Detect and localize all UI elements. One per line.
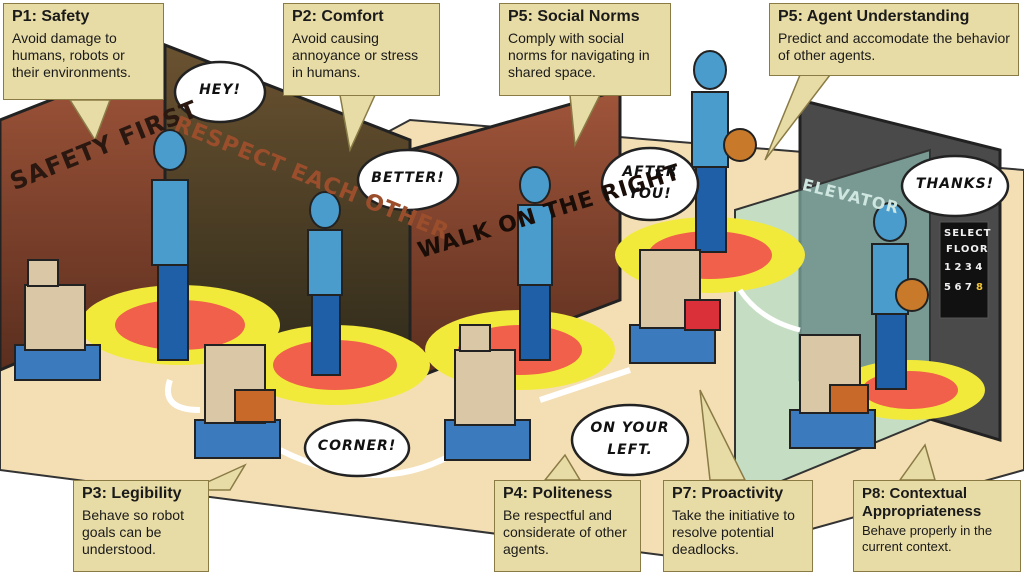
callout-title: P4: Politeness bbox=[503, 485, 613, 502]
callout-desc: Comply with social norms for navigating … bbox=[508, 30, 650, 80]
callout-desc: Take the initiative to resolve potential… bbox=[672, 507, 795, 557]
callout-title: P8: Contextual Appropriateness bbox=[862, 485, 982, 520]
bubble-thanks: THANKS! bbox=[915, 176, 995, 192]
callout-desc: Behave so robot goals can be understood. bbox=[82, 507, 184, 557]
callout-desc: Predict and accomodate the behavior of o… bbox=[778, 30, 1010, 63]
bubble-corner-shape bbox=[303, 418, 411, 478]
robot bbox=[194, 344, 281, 459]
person-thanks bbox=[871, 202, 929, 390]
bubble-after-2: YOU! bbox=[628, 186, 672, 202]
callout-title: P5: Agent Understanding bbox=[778, 8, 970, 25]
person-walk bbox=[517, 166, 553, 361]
robot bbox=[789, 334, 876, 449]
bubble-corner: CORNER! bbox=[317, 438, 397, 454]
person-hey bbox=[151, 129, 189, 361]
callout-desc: Be respectful and considerate of other a… bbox=[503, 507, 627, 557]
panel-select: SELECT bbox=[944, 228, 992, 239]
robot bbox=[629, 249, 721, 364]
floor-select-panel bbox=[939, 221, 989, 319]
passing-path-arrow bbox=[539, 367, 631, 403]
callout-title: P3: Legibility bbox=[82, 485, 182, 502]
bubble-hey: HEY! bbox=[199, 82, 241, 98]
callout-p1-safety: P1: Safety Avoid damage to humans, robot… bbox=[3, 3, 164, 100]
bubble-thanks-shape bbox=[900, 154, 1010, 218]
bubble-after-1: AFTER bbox=[622, 164, 678, 180]
callout-p2-comfort: P2: Comfort Avoid causing annoyance or s… bbox=[283, 3, 440, 96]
callout-p5-agent-understanding: P5: Agent Understanding Predict and acco… bbox=[769, 3, 1019, 76]
callout-title: P7: Proactivity bbox=[672, 485, 784, 502]
callout-p7-proactivity: P7: Proactivity Take the initiative to r… bbox=[663, 480, 813, 572]
elevator-path-arrow bbox=[737, 288, 801, 333]
bubble-left-2: LEFT. bbox=[607, 442, 653, 458]
callout-p4-politeness: P4: Politeness Be respectful and conside… bbox=[494, 480, 641, 572]
callout-p5-social-norms: P5: Social Norms Comply with social norm… bbox=[499, 3, 671, 96]
callout-title: P5: Social Norms bbox=[508, 8, 640, 25]
callout-desc: Avoid damage to humans, robots or their … bbox=[12, 30, 132, 80]
callout-p8-contextual-appropriateness: P8: Contextual Appropriateness Behave pr… bbox=[853, 480, 1021, 572]
bubble-left-shape bbox=[570, 403, 690, 477]
wall-walk-right bbox=[408, 88, 622, 383]
bubble-after-shape bbox=[600, 146, 700, 222]
panel-numbers-2: 5 6 7 bbox=[944, 282, 972, 293]
callout-desc: Avoid causing annoyance or stress in hum… bbox=[292, 30, 419, 80]
robot bbox=[444, 324, 531, 461]
callout-p3-legibility: P3: Legibility Behave so robot goals can… bbox=[73, 480, 209, 572]
panel-number-8: 8 bbox=[976, 282, 984, 293]
robot bbox=[14, 259, 101, 381]
person-better bbox=[307, 191, 343, 376]
person-after bbox=[691, 50, 757, 253]
callout-desc: Behave properly in the current context. bbox=[862, 523, 993, 554]
panel-numbers-1: 1 2 3 4 bbox=[944, 262, 983, 273]
bubble-left-1: ON YOUR bbox=[590, 420, 670, 436]
bubble-hey-shape bbox=[173, 60, 267, 124]
panel-floor: FLOOR bbox=[946, 244, 989, 255]
bubble-better-shape bbox=[356, 148, 460, 212]
legibility-path-arrow bbox=[165, 379, 201, 413]
callout-title: P1: Safety bbox=[12, 8, 90, 25]
bubble-better: BETTER! bbox=[371, 170, 445, 186]
callout-title: P2: Comfort bbox=[292, 8, 384, 25]
